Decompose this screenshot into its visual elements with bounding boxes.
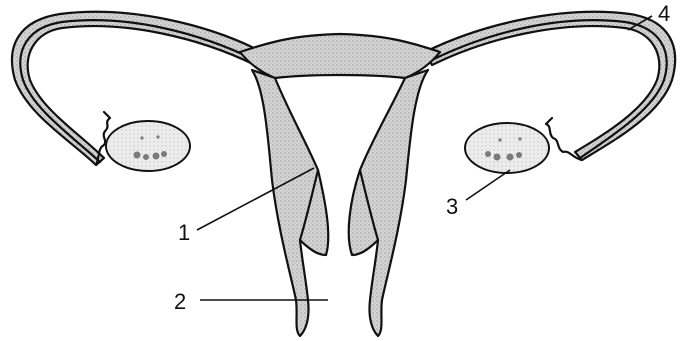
label-1: 1 xyxy=(178,220,190,245)
label-2: 2 xyxy=(174,289,186,314)
label-4: 4 xyxy=(658,1,670,26)
right-fallopian-tube xyxy=(425,12,675,160)
label-3: 3 xyxy=(446,194,458,219)
uterine-fundus xyxy=(240,34,440,78)
left-uterine-wall xyxy=(252,70,328,336)
right-ovary xyxy=(465,123,549,173)
right-uterine-wall xyxy=(349,70,428,336)
leader-line-3 xyxy=(466,170,510,200)
left-ovary xyxy=(106,121,190,171)
